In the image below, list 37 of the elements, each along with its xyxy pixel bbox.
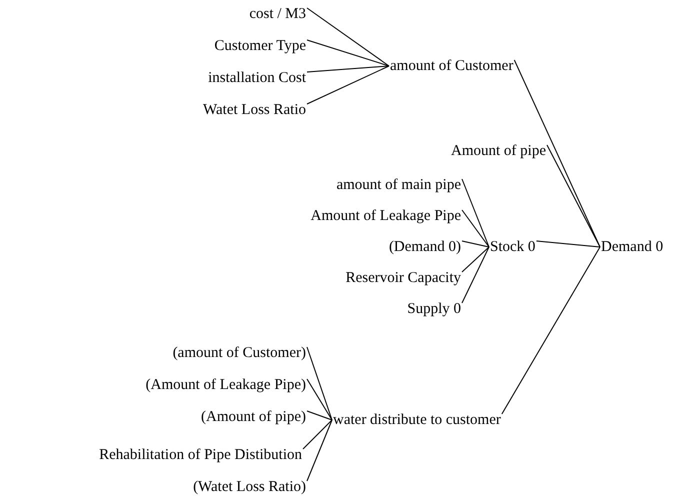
variable-label: (Amount of pipe) xyxy=(200,408,307,426)
variable-label: (Amount of Leakage Pipe) xyxy=(144,376,307,394)
variable-label: cost / M3 xyxy=(248,5,307,23)
link-line xyxy=(306,378,332,420)
link-line xyxy=(462,246,490,304)
link-line xyxy=(306,346,332,420)
link-line xyxy=(306,410,332,420)
link-line xyxy=(462,246,490,272)
link-line xyxy=(546,144,600,248)
variable-label: Rehabilitation of Pipe Distibution xyxy=(98,446,303,464)
link-line xyxy=(536,240,600,248)
link-line xyxy=(306,66,390,104)
variable-label: Watet Loss Ratio xyxy=(202,101,307,119)
link-line xyxy=(514,60,600,248)
variable-label: amount of Customer xyxy=(389,57,514,75)
variable-label: Supply 0 xyxy=(406,300,462,318)
link-line xyxy=(306,8,390,66)
link-line xyxy=(501,246,600,414)
link-line xyxy=(302,420,332,450)
variable-label: Demand 0 xyxy=(600,238,664,256)
link-line xyxy=(306,420,332,482)
variable-label: (Watet Loss Ratio) xyxy=(192,478,307,496)
variable-label: Customer Type xyxy=(213,37,307,55)
link-line xyxy=(462,178,490,248)
variable-label: (Demand 0) xyxy=(388,238,462,256)
variable-label: Amount of Leakage Pipe xyxy=(310,207,462,225)
variable-label: (amount of Customer) xyxy=(172,344,307,362)
variable-label: amount of main pipe xyxy=(335,176,462,194)
variable-label: installation Cost xyxy=(207,69,307,87)
link-line xyxy=(306,66,390,72)
link-line xyxy=(462,240,490,248)
variable-label: Amount of pipe xyxy=(450,142,547,160)
variable-label: Stock 0 xyxy=(489,238,536,256)
variable-label: Reservoir Capacity xyxy=(344,269,462,287)
variable-label: water distribute to customer xyxy=(332,411,502,429)
link-line xyxy=(462,210,490,248)
link-line xyxy=(306,40,390,66)
